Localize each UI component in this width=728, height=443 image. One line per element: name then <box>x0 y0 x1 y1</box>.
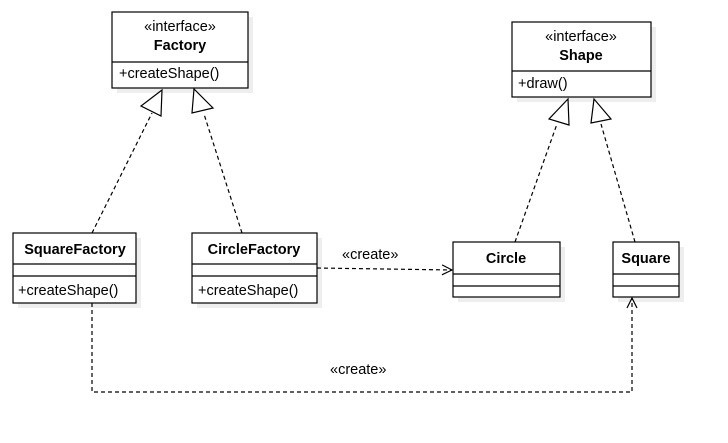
class-shape-box <box>511 21 652 98</box>
class-square-factory[interactable]: SquareFactory +createShape() <box>12 232 141 308</box>
class-shape-method: +draw() <box>518 76 568 92</box>
dependency-arrow <box>316 268 452 270</box>
class-square[interactable]: Square <box>612 241 684 302</box>
class-factory-stereotype: «interface» <box>144 19 216 35</box>
realization-circlefactory-factory[interactable] <box>191 87 243 234</box>
hollow-triangle-arrowhead <box>139 88 163 117</box>
hollow-triangle-arrowhead <box>547 97 570 126</box>
realization-line <box>600 123 636 243</box>
class-factory[interactable]: «interface» Factory +createShape() <box>111 11 253 93</box>
dependency-arrow <box>91 298 632 393</box>
realization-square-shape[interactable] <box>590 97 636 243</box>
class-circle-factory-method: +createShape() <box>198 283 298 299</box>
class-circle-factory-name: CircleFactory <box>208 242 301 258</box>
dependency-circlefactory-circle[interactable]: «create» <box>316 247 452 270</box>
realization-line <box>514 123 558 243</box>
realization-squarefactory-factory[interactable] <box>91 88 163 234</box>
hollow-triangle-arrowhead <box>191 87 215 114</box>
class-square-name: Square <box>621 251 670 267</box>
class-square-factory-name: SquareFactory <box>24 242 126 258</box>
class-circle-name: Circle <box>486 251 526 267</box>
class-circle-box <box>452 241 561 298</box>
class-shape-name: Shape <box>559 48 603 64</box>
create-square-label: «create» <box>330 362 386 378</box>
dependency-squarefactory-square[interactable]: «create» <box>91 298 632 393</box>
class-shape-stereotype: «interface» <box>545 29 617 45</box>
class-factory-method: +createShape() <box>119 66 219 82</box>
class-shape[interactable]: «interface» Shape +draw() <box>511 21 656 102</box>
class-factory-name: Factory <box>154 38 206 54</box>
class-circle-factory[interactable]: CircleFactory +createShape() <box>191 232 322 308</box>
realization-line <box>203 113 243 234</box>
hollow-triangle-arrowhead <box>590 97 613 124</box>
class-square-box <box>612 241 680 298</box>
class-factory-box <box>111 11 249 89</box>
realization-circle-shape[interactable] <box>514 97 570 243</box>
class-square-factory-method: +createShape() <box>18 283 118 299</box>
class-circle-factory-box <box>191 232 318 304</box>
create-circle-label: «create» <box>342 247 398 263</box>
class-square-factory-box <box>12 232 137 304</box>
class-circle[interactable]: Circle <box>452 241 565 302</box>
realization-line <box>91 112 153 234</box>
